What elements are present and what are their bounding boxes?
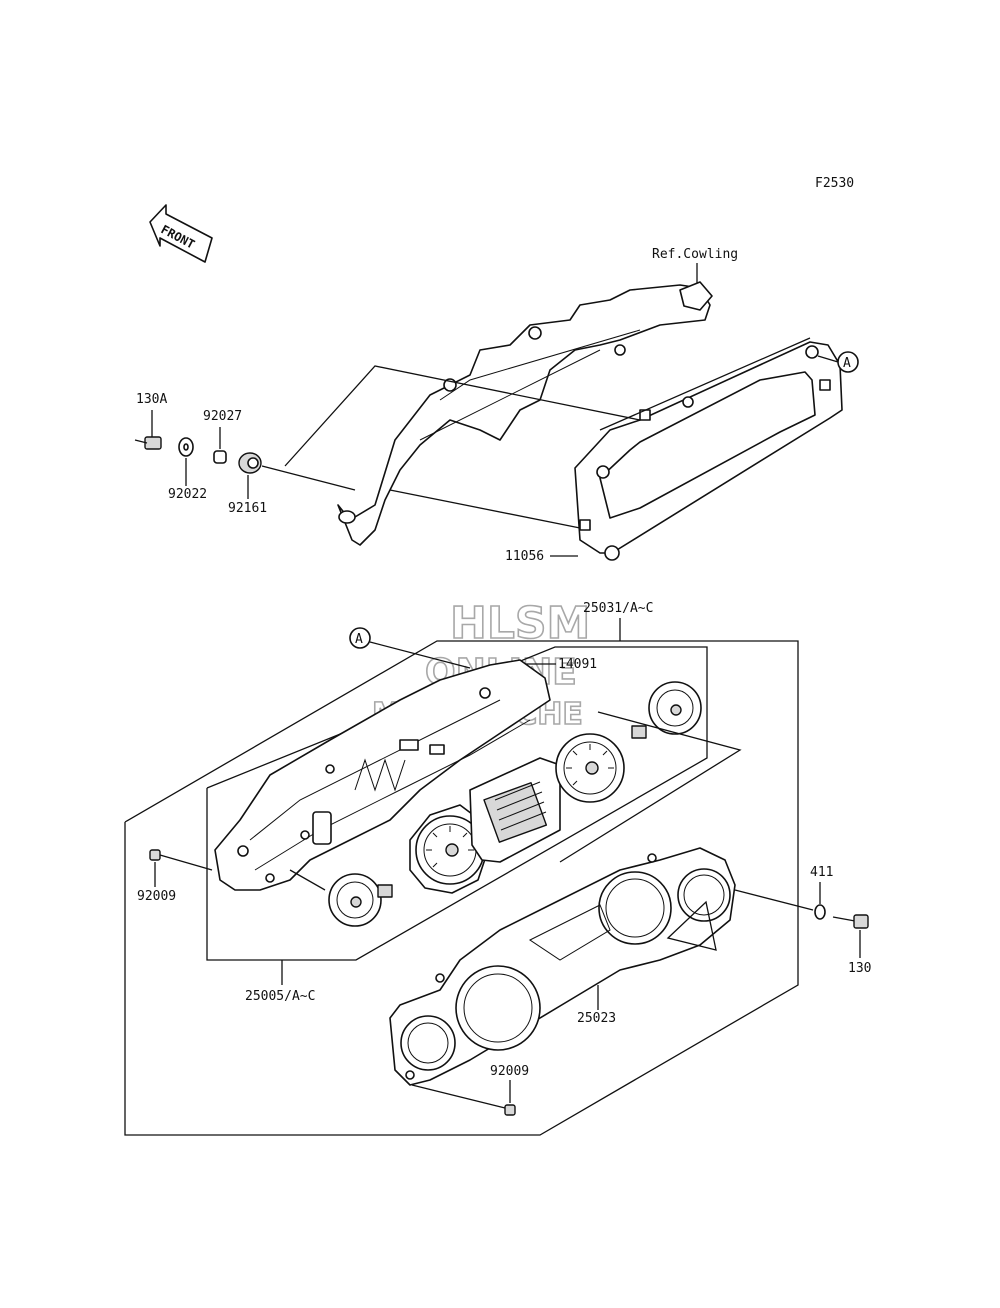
leader-ref-a-top: [817, 355, 839, 363]
part-label-92009-bottom: 92009: [490, 1064, 529, 1079]
bolt-130A: [134, 436, 162, 450]
part-label-25005: 25005/A~C: [245, 989, 315, 1004]
part-label-130: 130: [848, 961, 871, 976]
ref-marker-a-mid: [349, 627, 371, 649]
part-label-25031: 25031/A~C: [583, 601, 653, 616]
front-arrow-icon: FRONT: [149, 204, 213, 263]
leader-ref-a-mid: [369, 641, 471, 669]
tachometer-gauge: [409, 804, 489, 894]
screw-92009-left: [149, 849, 213, 871]
washer-92022: [178, 437, 194, 457]
install-line-grommet: [261, 465, 356, 491]
temp-gauge-lower: [328, 873, 393, 927]
part-label-92009-left: 92009: [137, 889, 176, 904]
collar-92027: [213, 450, 227, 464]
lcd-panel: [469, 757, 561, 863]
ref-marker-a-mid-label: A: [355, 632, 363, 647]
install-line-411: [734, 889, 814, 911]
screw-92009-bottom: [411, 1084, 516, 1116]
part-label-130A: 130A: [136, 392, 167, 407]
meter-case: [214, 659, 551, 891]
part-label-11056: 11056: [505, 549, 544, 564]
washer-411: [814, 904, 826, 920]
assembly-outline-25005: [206, 646, 708, 961]
ref-cowling-label: Ref.Cowling: [652, 247, 738, 262]
install-line-temp: [289, 869, 326, 891]
install-line-gauges: [559, 711, 742, 863]
install-line-lower: [389, 489, 581, 529]
part-label-92027: 92027: [203, 409, 242, 424]
meter-cover-panel: [574, 337, 843, 561]
ref-marker-a-top-label: A: [843, 356, 851, 371]
assembly-outline-25031: [124, 640, 799, 1136]
part-label-25023: 25023: [577, 1011, 616, 1026]
bezel-hook-lines: [666, 900, 717, 951]
meter-bezel: [389, 847, 736, 1086]
fuel-gauge-upper: [631, 681, 702, 739]
figure-code: F2530: [815, 176, 854, 191]
bolt-130: [832, 914, 869, 929]
install-line-upper: [284, 365, 641, 467]
part-label-14091: 14091: [558, 657, 597, 672]
part-label-92161: 92161: [228, 501, 267, 516]
speedometer-gauge: [555, 733, 625, 803]
part-label-411: 411: [810, 865, 833, 880]
grommet-92161: [238, 452, 262, 474]
part-label-92022: 92022: [168, 487, 207, 502]
